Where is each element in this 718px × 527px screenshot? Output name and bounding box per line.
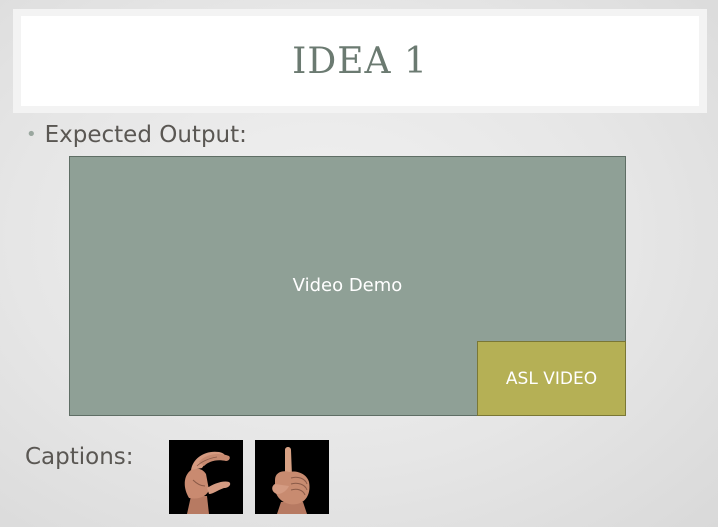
asl-letter-c-hand-icon [169, 440, 243, 514]
bullet-row: • Expected Output: [26, 122, 247, 148]
asl-letter-d-hand-icon [255, 440, 329, 514]
slide-title: IDEA 1 [292, 40, 428, 82]
asl-video-label: ASL VIDEO [505, 368, 598, 389]
title-inner: IDEA 1 [21, 16, 699, 106]
bullet-text: Expected Output: [44, 122, 247, 148]
video-demo-area[interactable]: Video Demo ASL VIDEO [69, 156, 626, 416]
video-demo-label: Video Demo [292, 275, 403, 296]
captions-label: Captions: [25, 444, 134, 470]
title-box: IDEA 1 [13, 9, 707, 113]
bullet-dot-icon: • [26, 124, 37, 145]
asl-video-box[interactable]: ASL VIDEO [477, 341, 626, 416]
